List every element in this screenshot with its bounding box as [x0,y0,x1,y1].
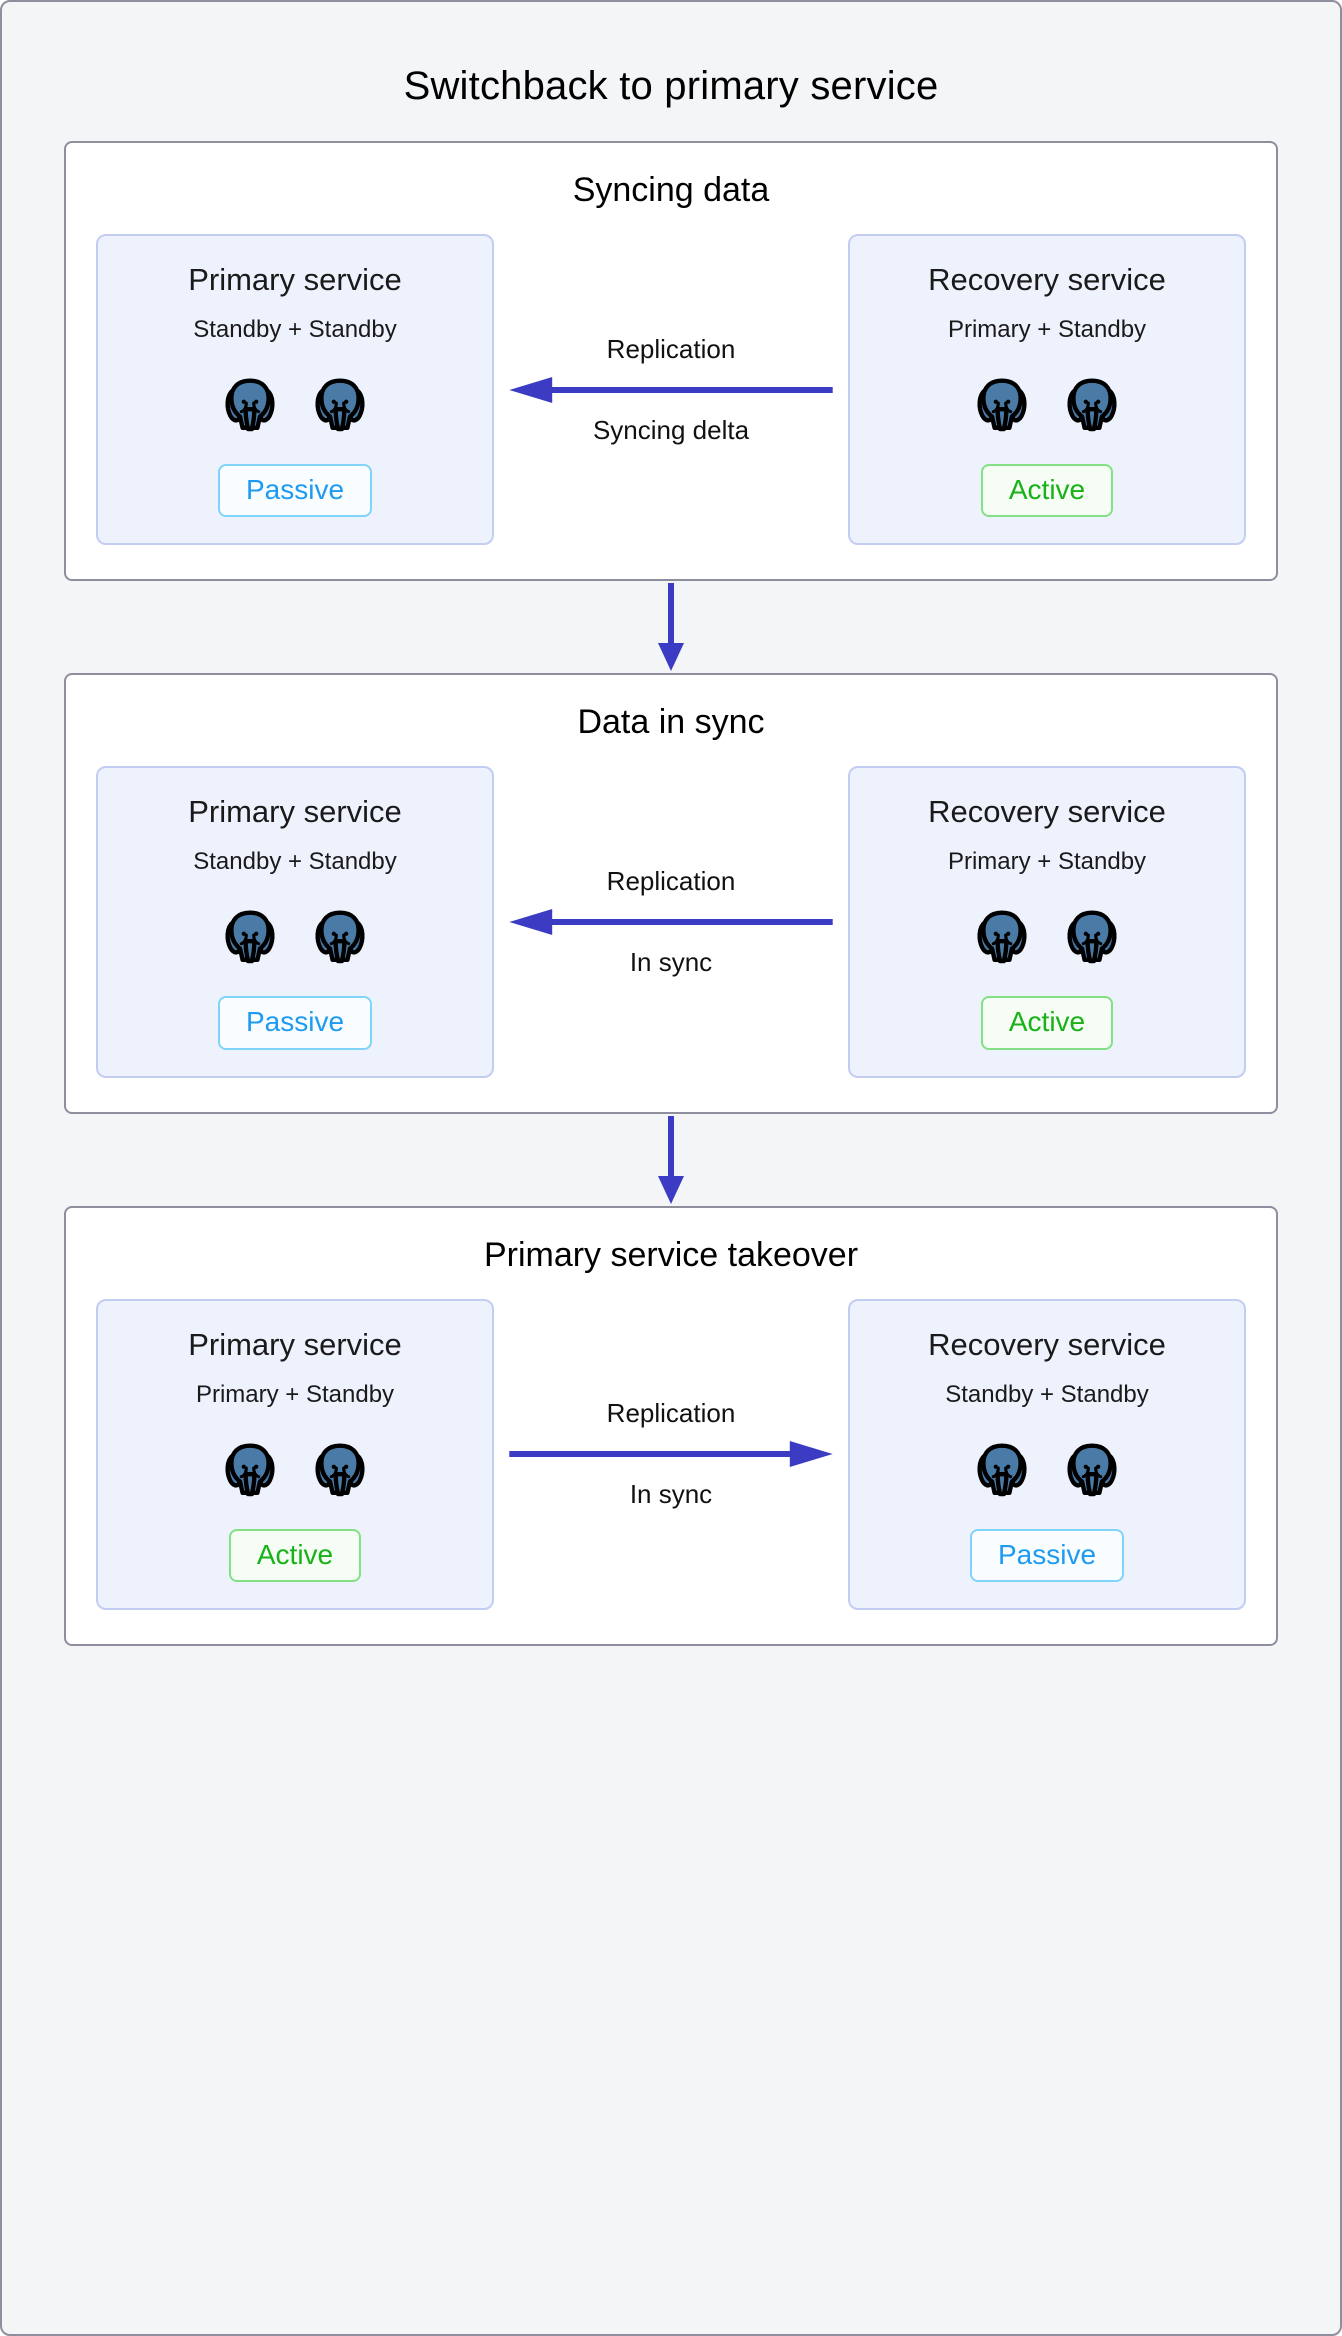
postgres-elephant-icon [971,372,1033,434]
replication-link: Replication In sync [494,1299,848,1610]
status-badge: Passive [217,996,373,1050]
stage-panel-primary-service-takeover: Primary service takeover Primary service… [64,1205,1278,1647]
status-badge: Active [980,996,1114,1050]
postgres-elephant-icon [1061,372,1123,434]
service-box-recovery[interactable]: Recovery service Standby + Standby [848,1298,1246,1611]
arrow-right-icon [506,1441,833,1468]
postgres-elephant-icon [1061,904,1123,966]
status-badge: Active [980,464,1114,518]
service-name: Primary service [188,1326,402,1362]
service-roles: Standby + Standby [945,1380,1149,1408]
stage-connector [64,1114,1278,1206]
arrow-down-icon [658,583,684,672]
service-box-primary[interactable]: Primary service Standby + Standby [96,234,494,546]
service-name: Recovery service [928,262,1166,297]
postgres-elephant-icon [219,372,281,434]
stage-title: Data in sync [577,703,765,742]
node-row [971,372,1123,434]
service-roles: Primary + Standby [195,1380,395,1408]
node-row [219,372,371,434]
status-badge: Passive [217,464,373,518]
service-name: Recovery service [928,794,1166,830]
service-name: Primary service [188,262,402,297]
stage-title: Primary service takeover [483,1235,859,1274]
postgres-elephant-icon [309,904,371,966]
postgres-elephant-icon [971,904,1033,966]
node-row [971,1437,1123,1499]
status-badge: Active [228,1528,362,1583]
replication-label-bottom: In sync [629,947,713,978]
stage-body: Primary service Standby + Standby [96,234,1246,546]
arrow-left-icon [509,909,836,936]
status-badge: Passive [969,1528,1125,1583]
service-box-primary[interactable]: Primary service Primary + Standby [96,1298,494,1611]
service-name: Primary service [188,794,402,830]
stage-connector [64,581,1278,673]
node-row [219,904,371,966]
service-box-recovery[interactable]: Recovery service Primary + Standby [848,766,1246,1078]
replication-link: Replication In sync [494,766,848,1077]
service-box-recovery[interactable]: Recovery service Primary + Standby [848,234,1246,546]
postgres-elephant-icon [309,1437,371,1499]
postgres-elephant-icon [1061,1437,1123,1499]
replication-label-top: Replication [606,1398,736,1429]
postgres-elephant-icon [309,372,371,434]
node-row [971,904,1123,966]
stage-body: Primary service Primary + Standby [96,1298,1246,1611]
arrow-down-icon [658,1115,684,1204]
service-roles: Primary + Standby [947,848,1147,876]
stage-body: Primary service Standby + Standby [96,766,1246,1078]
service-box-primary[interactable]: Primary service Standby + Standby [96,766,494,1078]
stage-panel-data-in-sync: Data in sync Primary service Standby + S… [64,673,1278,1114]
service-name: Recovery service [928,1326,1166,1362]
stage-list: Syncing data Primary service Standby + S… [2,141,1340,1647]
postgres-elephant-icon [971,1437,1033,1499]
replication-label-top: Replication [606,866,736,897]
postgres-elephant-icon [219,1437,281,1499]
replication-label-bottom: In sync [629,1479,713,1510]
stage-panel-syncing-data: Syncing data Primary service Standby + S… [64,141,1278,582]
replication-link: Replication Syncing delta [494,234,848,545]
page-title: Switchback to primary service [403,64,939,108]
postgres-elephant-icon [219,904,281,966]
stage-title: Syncing data [572,171,770,209]
replication-label-top: Replication [606,333,736,364]
replication-label-bottom: Syncing delta [592,414,750,445]
service-roles: Primary + Standby [947,316,1147,343]
service-roles: Standby + Standby [193,316,397,343]
node-row [219,1437,371,1499]
service-roles: Standby + Standby [193,848,397,876]
arrow-left-icon [509,376,836,403]
